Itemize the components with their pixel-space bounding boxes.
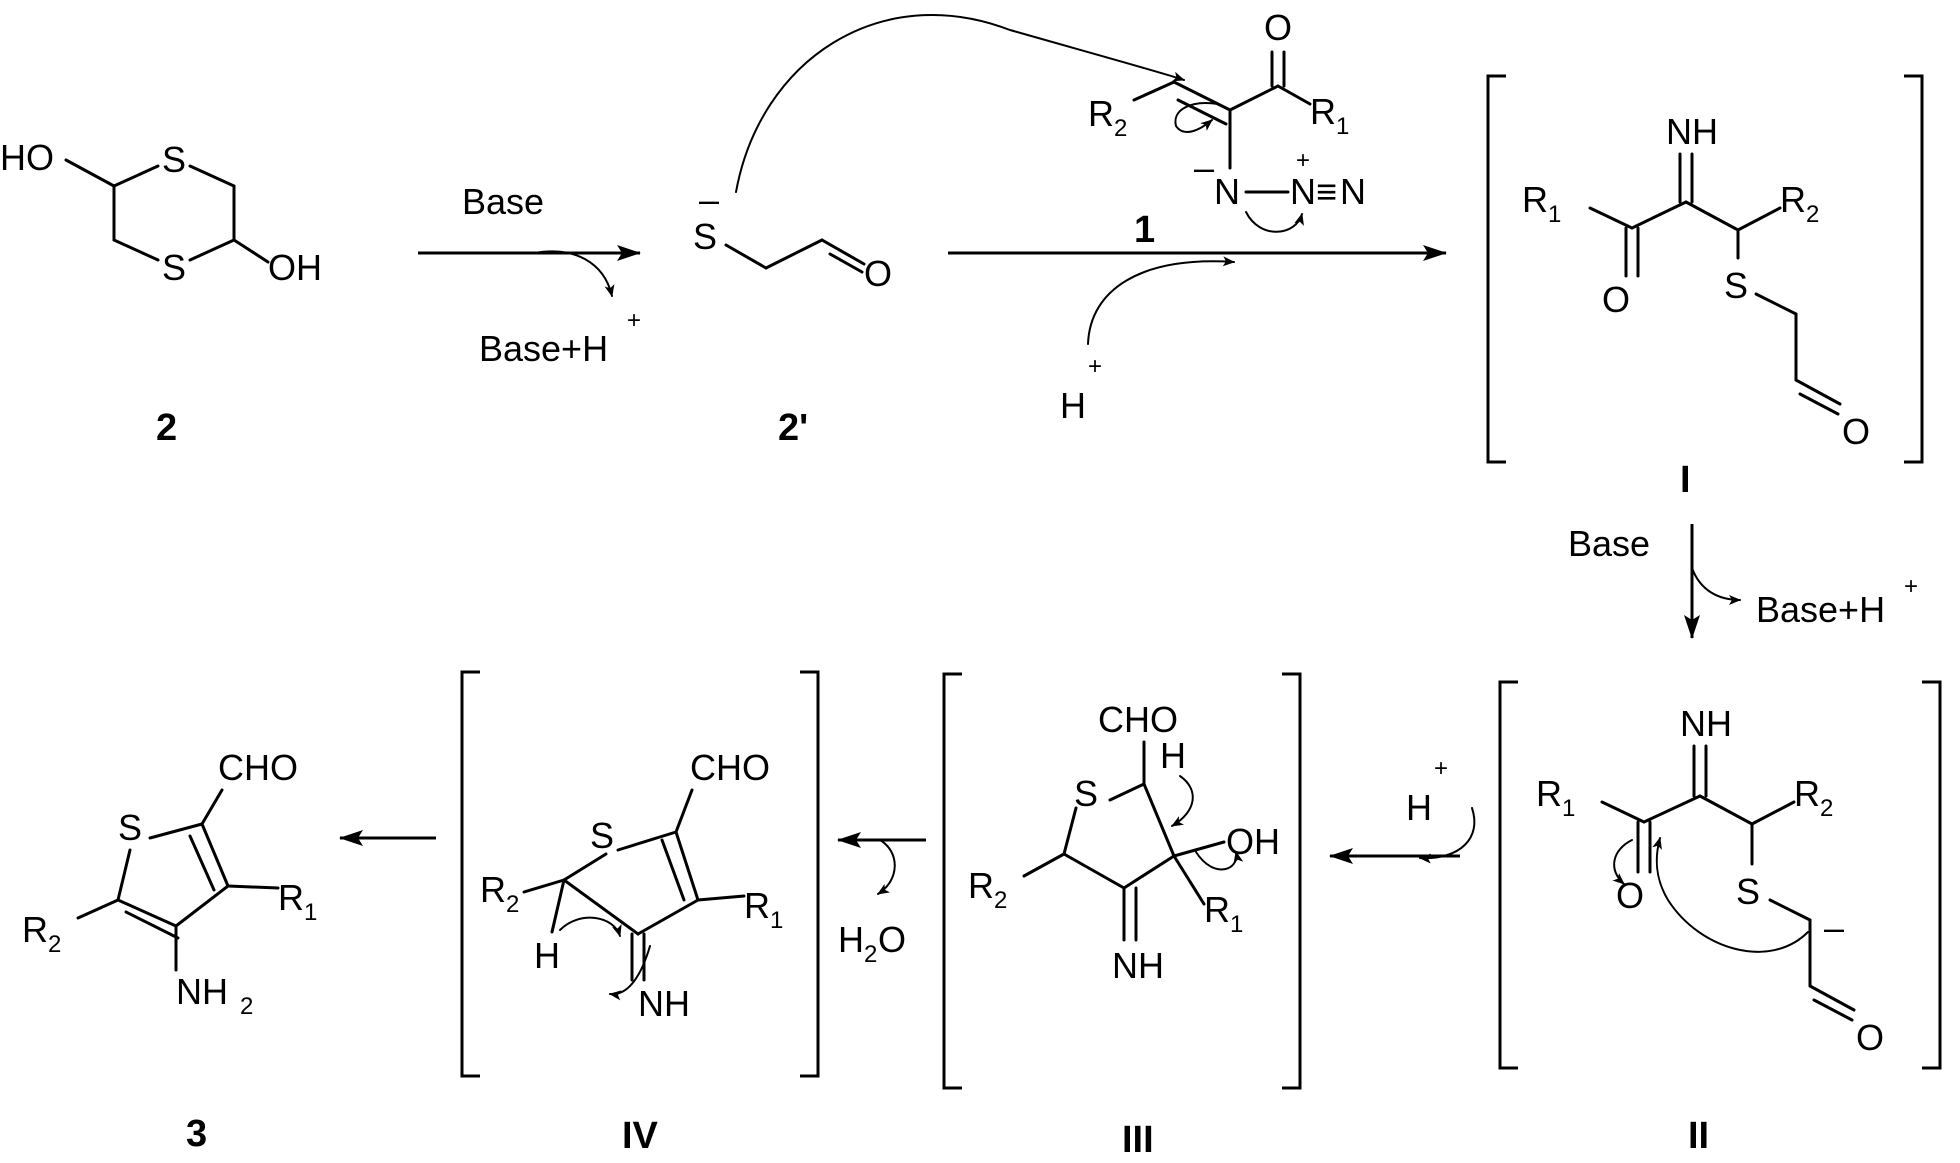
atom-n-beta: N [1290,171,1316,212]
atom-subscript: + [1904,573,1918,600]
atom-n-gamma: N [1340,171,1366,212]
atom-subscript: 2 [1114,115,1127,142]
atom-nh: NH [1680,703,1732,744]
atom-subscript: 2 [864,941,877,968]
atom-subscript: ≡ [1316,171,1337,212]
atom-subscript: 2 [1820,795,1833,822]
atom-subscript: 1 [1562,795,1575,822]
label-compound-2-prime: 2' [778,407,808,449]
atom-s-top: S [162,139,186,180]
reagent-base-h: Base+H [1756,589,1885,630]
compound-3: CHO S R 1 R 2 NH 2 3 [22,747,317,1155]
intermediate-II: NH R 1 O R 2 S – O II [1498,680,1942,1157]
atom-subscript: O [878,919,906,960]
atom-r2: R [1794,773,1820,814]
atom-nh: NH [1666,111,1718,152]
arrow-deprotonation: Base Base+H + [418,181,641,369]
atom-subscript: – [1194,147,1214,188]
charge-plus: + [627,307,641,334]
atom-subscript: + [1434,755,1448,782]
charge-minus: – [699,179,719,220]
atom-subscript: 1 [1230,911,1243,938]
atom-s: S [1724,265,1748,306]
label-intermediate-IV: IV [622,1115,659,1157]
label-intermediate-II: II [1688,1115,1709,1157]
atom-r1: R [1522,179,1548,220]
charge-minus: – [1824,907,1844,948]
atom-subscript: 1 [770,907,783,934]
nucleophilic-attack-arrow [735,14,1185,193]
label-compound-2: 2 [156,407,177,449]
arrow-enolate: Base Base+H + [1568,523,1918,639]
atom-ho: HO [0,137,54,178]
compound-2-prime: S – O 2' [693,179,892,449]
atom-r2: R [1088,93,1114,134]
reagent-h: H [1406,787,1432,828]
label-intermediate-III: III [1122,1119,1154,1161]
atom-nh: NH [1112,945,1164,986]
atom-s-thiolate: S [693,216,717,257]
atom-oh: OH [1226,821,1280,862]
reagent-base: Base [462,181,544,222]
atom-s: S [1074,773,1098,814]
reagent-base: Base [1568,523,1650,564]
arrow-cyclization: H + [1329,755,1476,864]
atom-s: S [590,815,614,856]
reagent-h: H [1060,385,1086,426]
atom-s-bottom: S [162,247,186,288]
atom-o: O [1602,279,1630,320]
atom-r2: R [22,909,48,950]
atom-cho: CHO [218,747,298,788]
atom-o-ketone: O [1264,7,1292,48]
atom-subscript: 2 [1806,201,1819,228]
atom-o-aldehyde: O [1856,1017,1884,1058]
atom-o-aldehyde: O [1842,411,1870,452]
atom-h: H [534,935,560,976]
atom-subscript: 1 [304,899,317,926]
atom-subscript: 1 [1336,113,1349,140]
atom-r1: R [1310,91,1336,132]
atom-nh: NH [638,983,690,1024]
intermediate-III: CHO S H R 2 NH OH R 1 III [942,672,1302,1161]
atom-r1: R [1536,773,1562,814]
atom-subscript: 1 [1548,201,1561,228]
atom-s: S [118,807,142,848]
label-compound-3: 3 [186,1113,207,1155]
label-intermediate-I: I [1680,459,1691,501]
atom-nh2: NH [176,971,228,1012]
atom-subscript: + [1296,147,1310,174]
intermediate-IV: CHO S R 1 R 2 H NH IV [460,670,820,1157]
compound-1: O R 1 R 2 N – N + ≡ N 1 [1088,7,1366,251]
arrow-dehydration: H 2 O [837,832,926,968]
atom-n-alpha: N [1214,171,1240,212]
arrow-addition: H + [948,245,1447,426]
atom-r1: R [1204,889,1230,930]
compound-2: HO S OH S 2 [0,137,322,449]
atom-subscript: 2 [48,931,61,958]
atom-r2: R [968,865,994,906]
atom-o-aldehyde: O [864,253,892,294]
atom-r1: R [744,885,770,926]
atom-r2: R [480,869,506,910]
label-compound-1: 1 [1134,209,1155,251]
reagent-base-h: Base+H [479,328,608,369]
atom-r2: R [1780,179,1806,220]
atom-subscript: 2 [994,887,1007,914]
atom-subscript: + [1088,353,1102,380]
atom-h: H [1160,735,1186,776]
atom-subscript: 2 [506,891,519,918]
atom-oh: OH [268,247,322,288]
atom-r1: R [278,877,304,918]
atom-subscript: 2 [240,993,253,1020]
atom-cho: CHO [690,747,770,788]
atom-cho: CHO [1098,699,1178,740]
atom-s: S [1736,871,1760,912]
intermediate-I: NH R 1 O R 2 S O I [1486,74,1924,501]
reagent-h2o: H [838,919,864,960]
